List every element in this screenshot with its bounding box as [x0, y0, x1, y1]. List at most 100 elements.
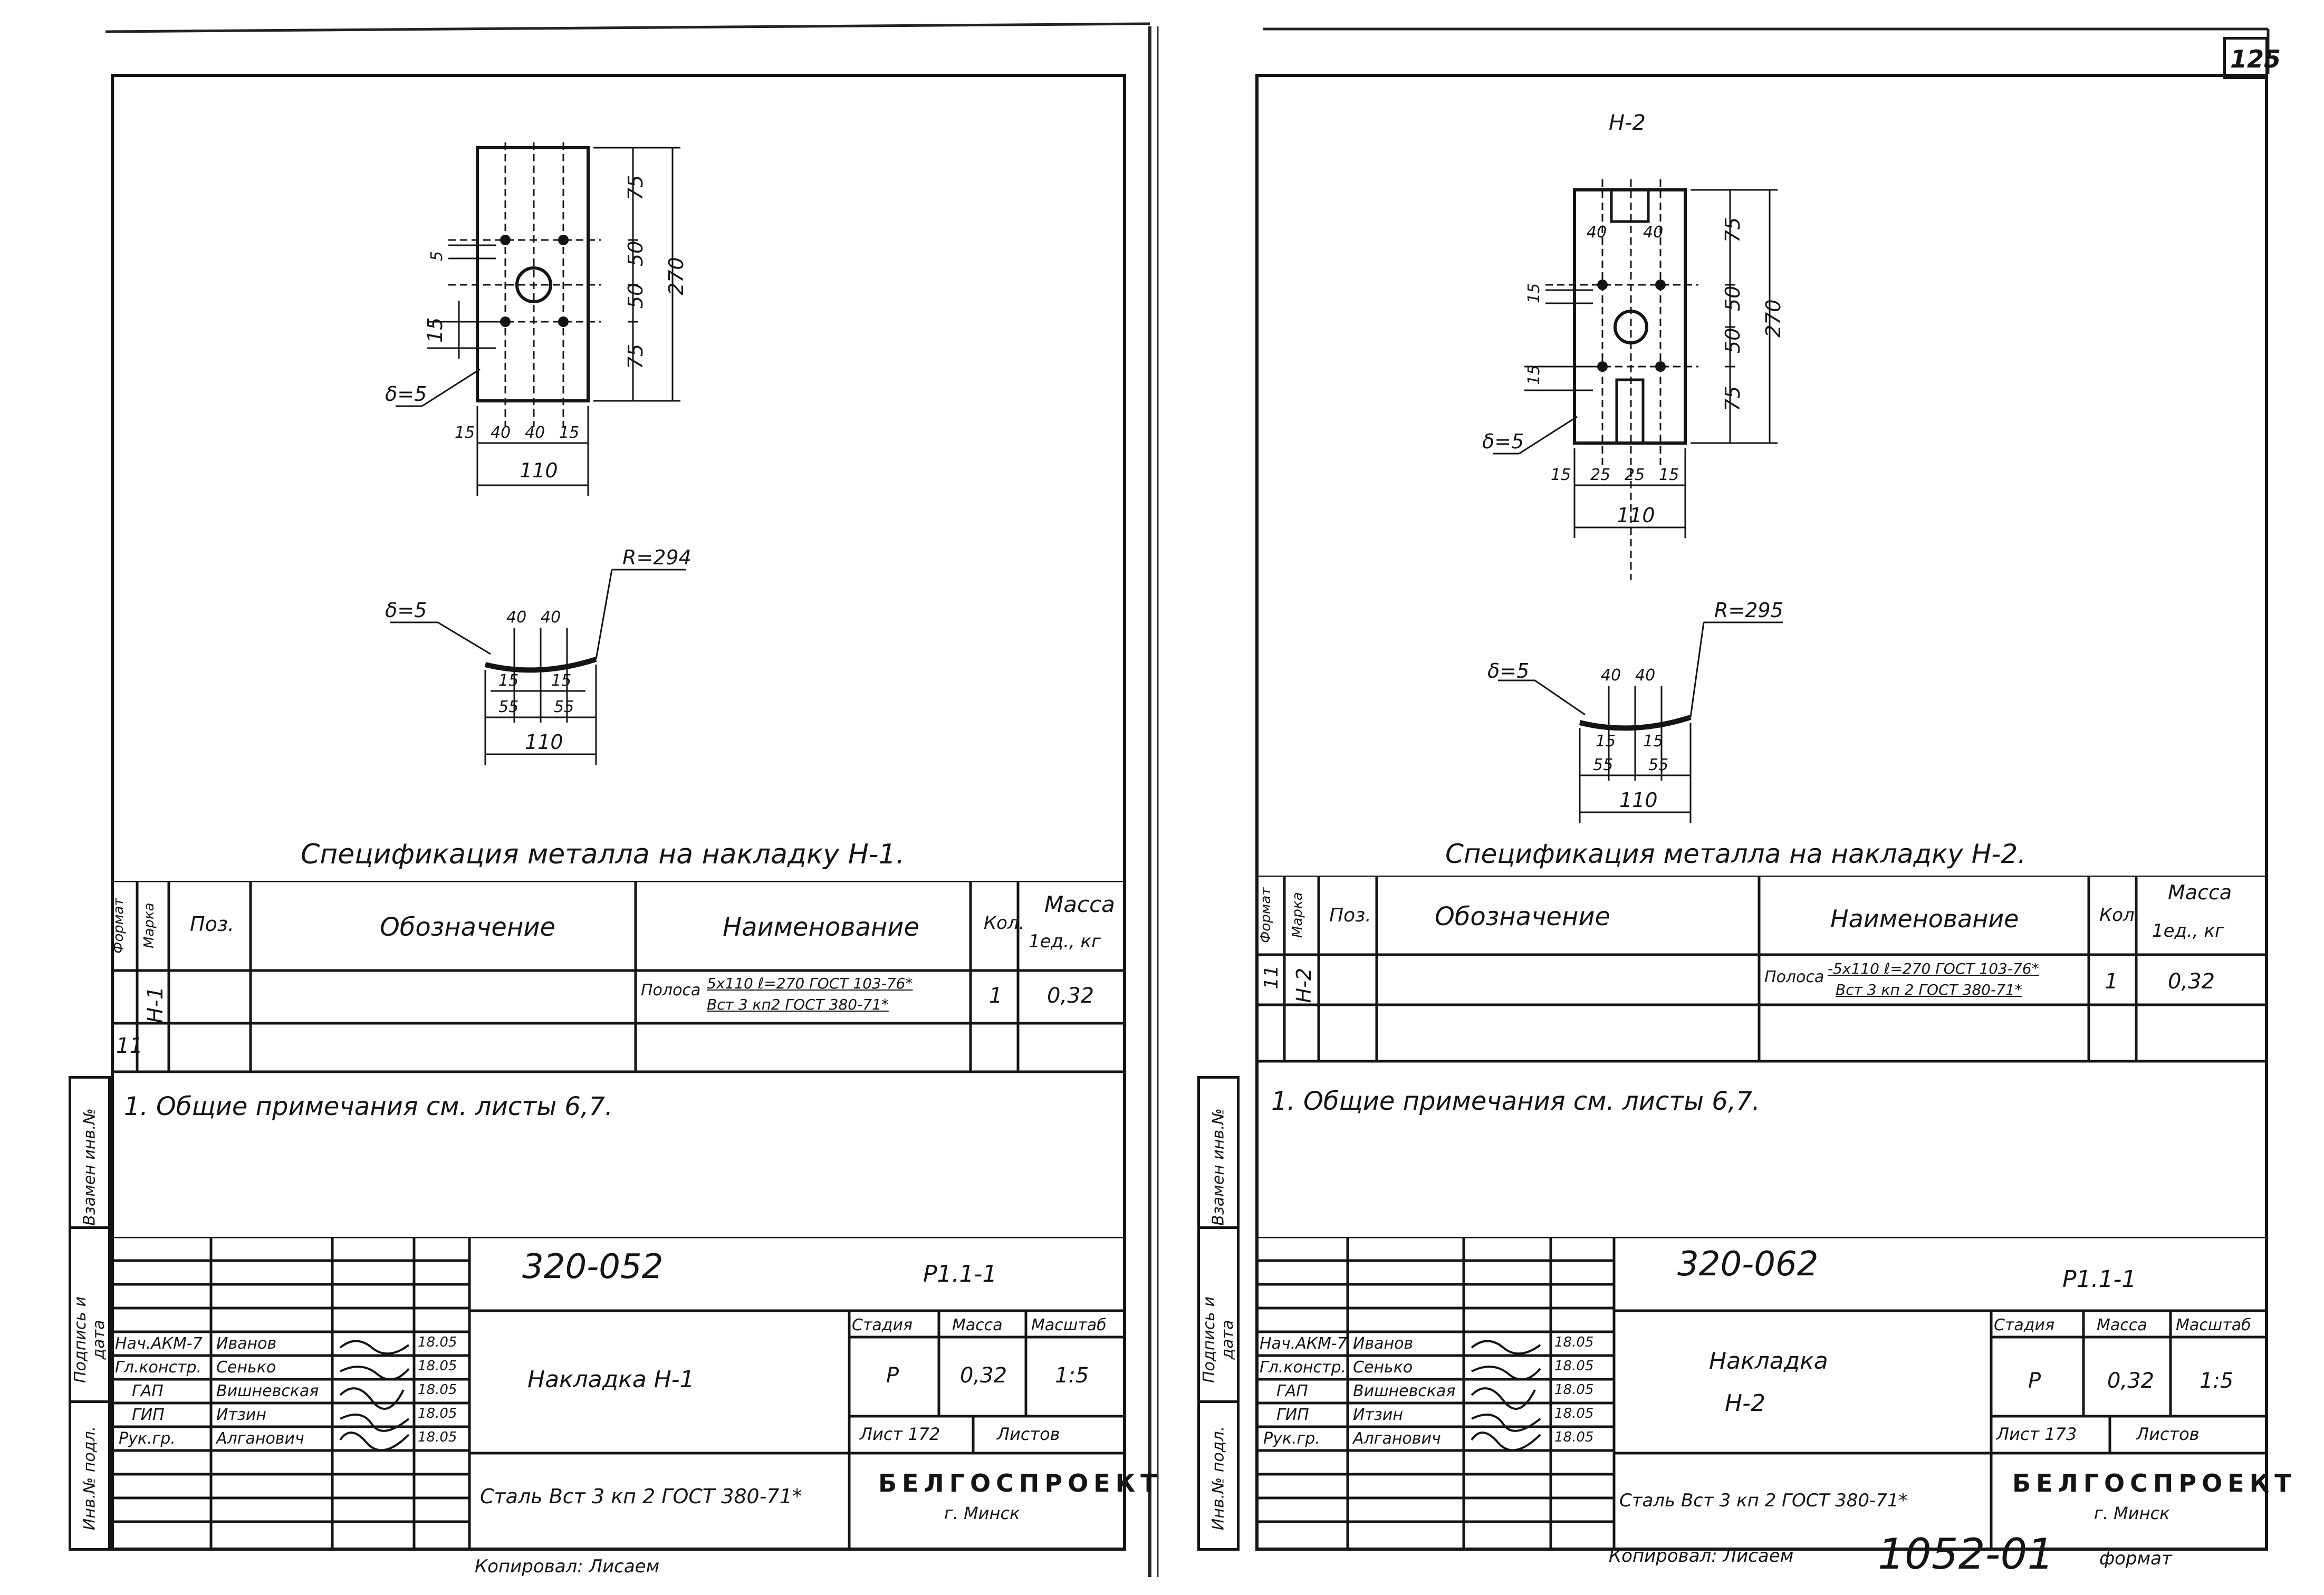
dim: 110 [520, 459, 558, 482]
stamp-city: г. Минск [944, 1503, 1020, 1523]
dim: 55 [554, 698, 574, 716]
col-qty: Кол. [2099, 905, 2140, 926]
right-spec-table: Формат Марка Поз. Обозначение Наименован… [1255, 876, 2268, 1071]
left-spec-table: Формат Марка Поз. Обозначение Наименован… [111, 881, 1126, 1076]
dim: 110 [1617, 504, 1655, 527]
stamp-stage: Р [2028, 1369, 2041, 1393]
dim: 50 [624, 241, 647, 266]
right-plate-drawing: 75 50 50 75 270 15 15 40 40 15 25 25 15 … [1482, 179, 1785, 823]
stamp-date: 18.05 [1554, 1406, 1594, 1421]
col-mark: Марка [1290, 892, 1305, 938]
stamp-date: 18.05 [1554, 1429, 1594, 1445]
dim: 40 [1643, 223, 1663, 242]
row-format: 11 [1261, 965, 1282, 989]
col-mass: Масса [2168, 881, 2232, 904]
dim: 15 [1525, 283, 1543, 303]
dim: 5 [428, 251, 446, 261]
stamp-role: Рук.гр. [119, 1429, 176, 1448]
stamp-name: Сенько [216, 1358, 276, 1377]
stamp-name: Иванов [216, 1334, 277, 1353]
dim: 15 [1643, 732, 1663, 751]
stamp-scale: 1:5 [1055, 1363, 1089, 1388]
thickness-label: δ=5 [1487, 659, 1529, 683]
stamp-col-scale: Масштаб [1031, 1316, 1107, 1334]
thickness-label: δ=5 [385, 382, 427, 406]
page-number-box: 125 [2223, 37, 2281, 79]
dim: 270 [665, 257, 688, 295]
dim: 75 [1721, 217, 1744, 243]
stamp-name: Вишневская [216, 1382, 319, 1400]
left-section-title: Спецификация металла на накладку Н-1. [301, 839, 905, 870]
left-copied-by: Копировал: Лисаем [475, 1556, 660, 1577]
page-number: 125 [2230, 45, 2281, 73]
row-qty: 1 [2105, 969, 2118, 994]
radius-label: R=294 [622, 546, 692, 569]
stamp-col-mass: Масса [952, 1316, 1003, 1334]
stamp-code: 320-062 [1677, 1245, 1819, 1284]
bottom-slot [1615, 378, 1645, 445]
format-label: формат [2099, 1548, 2172, 1569]
stamp-name: Алганович [216, 1429, 304, 1448]
stamp-col-mass: Масса [2097, 1316, 2147, 1334]
left-sheet-frame [111, 74, 1126, 1551]
dim: 15 [1525, 365, 1543, 385]
dim: 50 [1721, 328, 1744, 353]
col-pos: Поз. [190, 912, 235, 936]
stamp-name: Итзин [216, 1406, 266, 1424]
stamp-org: БЕЛГОСПРОЕКТ [2012, 1469, 2297, 1497]
side-label-replace: Взамен инв.№ [80, 1108, 99, 1226]
dim: 40 [1601, 666, 1621, 685]
col-qty: Кол. [984, 912, 1025, 934]
stamp-sheet: Лист 173 [1996, 1424, 2077, 1444]
dim: 25 [1625, 466, 1645, 484]
stamp-stage: Р [886, 1363, 899, 1388]
right-sheet-frame [1255, 74, 2268, 1551]
bent-plate-section [1579, 715, 1692, 731]
dim: 75 [1721, 386, 1744, 411]
stamp-role: ГИП [1276, 1406, 1309, 1424]
left-plate-drawing: 75 50 50 75 270 5 15 15 40 40 15 110 δ=5… [385, 142, 692, 765]
dim: 40 [506, 608, 526, 627]
col-mass-unit: 1ед., кг [2152, 920, 2224, 941]
stamp-date: 18.05 [418, 1406, 457, 1421]
col-mass: Масса [1044, 891, 1115, 917]
right-copied-by: Копировал: Лисаем [1609, 1545, 1794, 1567]
dim: 25 [1590, 466, 1610, 484]
stamp-role: Нач.АКМ-7 [1260, 1334, 1347, 1353]
thickness-label: δ=5 [1482, 430, 1524, 453]
radius-label: R=295 [1714, 599, 1783, 622]
center-hole [1614, 310, 1648, 344]
dim: 75 [624, 344, 647, 369]
stamp-role: Рук.гр. [1263, 1429, 1320, 1448]
col-designation: Обозначение [380, 912, 556, 942]
side-label-replace: Взамен инв.№ [1209, 1108, 1228, 1226]
right-part-label: Н-2 [1609, 111, 1646, 135]
dim: 55 [1593, 756, 1613, 774]
dim: 270 [1762, 299, 1785, 338]
right-general-note: 1. Общие примечания см. листы 6,7. [1271, 1087, 1760, 1116]
row-mass: 0,32 [2168, 969, 2215, 994]
top-slot [1610, 188, 1650, 223]
stamp-name: Итзин [1353, 1406, 1403, 1424]
col-pos: Поз. [1329, 905, 1371, 926]
dim: 40 [541, 608, 561, 627]
stamp-date: 18.05 [1554, 1334, 1594, 1350]
dim: 110 [1619, 789, 1658, 812]
stamp-date: 18.05 [1554, 1358, 1594, 1374]
stamp-mass: 0,32 [960, 1363, 1007, 1388]
row-name-line2: Вст 3 кп 2 ГОСТ 380-71* [1836, 981, 2022, 998]
stamp-sheet-ref: Р1.1-1 [923, 1261, 997, 1287]
bent-plate-section [484, 657, 597, 673]
stamp-title-mark: Н-2 [1725, 1390, 1765, 1417]
right-title-block: 320-062 Р1.1-1 Нач.АКМ-7 Гл.констр. ГАП … [1255, 1237, 2291, 1551]
col-format: Формат [111, 898, 127, 954]
side-label-inv: Инв.№ подл. [80, 1426, 99, 1531]
stamp-role: ГАП [132, 1382, 164, 1400]
side-label-inv: Инв.№ подл. [1209, 1426, 1228, 1531]
right-section-title: Спецификация металла на накладку Н-2. [1445, 839, 2027, 869]
stamp-mass: 0,32 [2107, 1369, 2155, 1393]
dim: 110 [525, 731, 563, 754]
stamp-sheets: Листов [2136, 1424, 2200, 1444]
dim: 15 [551, 671, 571, 690]
dim: 15 [559, 424, 579, 442]
